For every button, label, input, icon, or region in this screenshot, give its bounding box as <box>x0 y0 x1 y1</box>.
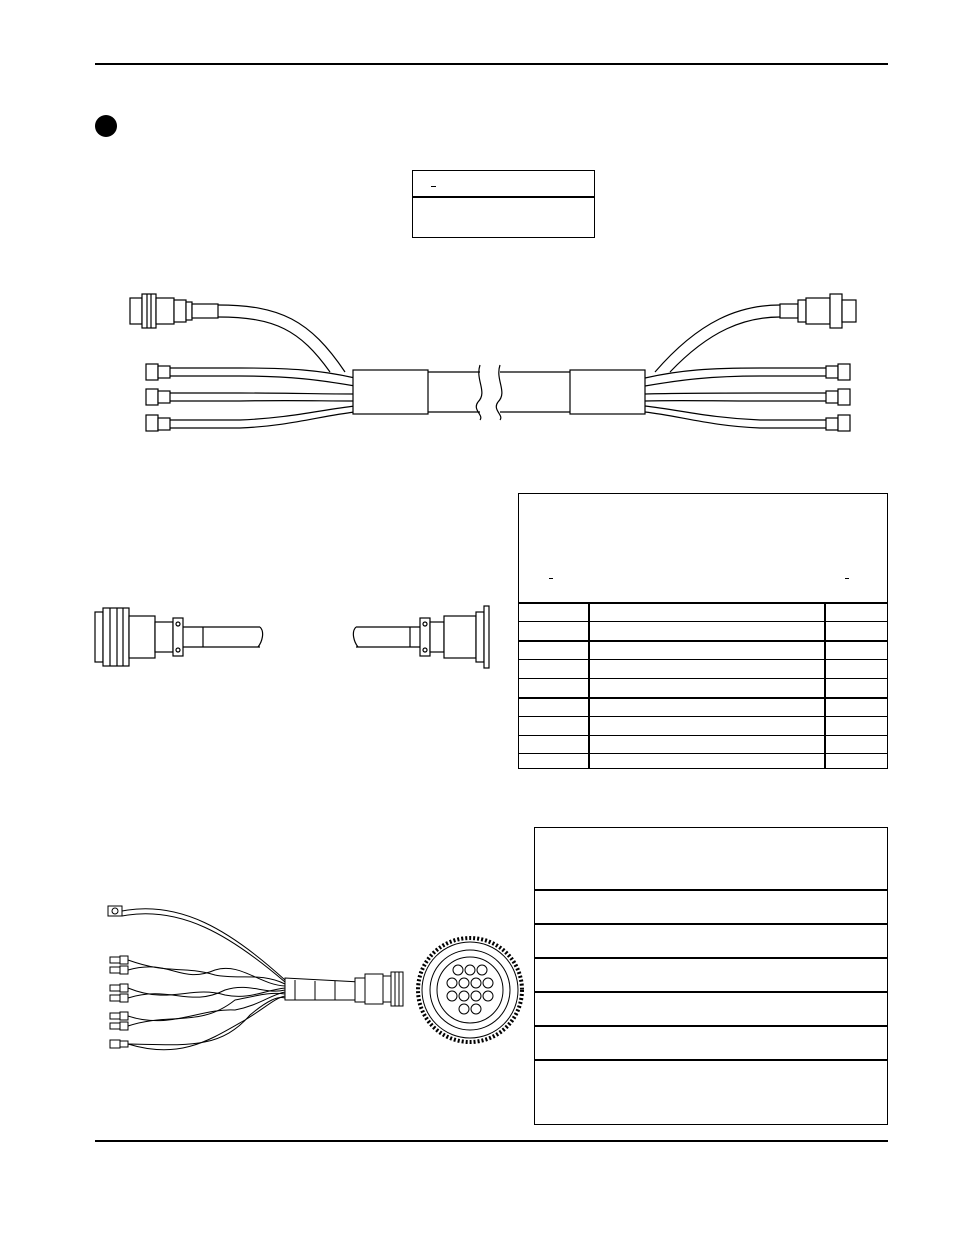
connector-table <box>534 827 888 1125</box>
cable-assembly-diagram <box>94 605 490 669</box>
table-row <box>519 716 887 717</box>
cable-table <box>518 493 888 769</box>
part-box-divider <box>413 196 594 198</box>
table-row <box>519 602 887 604</box>
table-dash-right <box>845 578 849 579</box>
table-row <box>519 735 887 736</box>
table-row <box>519 753 887 754</box>
table-row <box>535 957 887 959</box>
table-row <box>519 678 887 679</box>
cable-table-grid <box>519 602 887 768</box>
part-number-box <box>412 170 595 238</box>
table-dash-left <box>549 578 553 579</box>
table-row <box>519 659 887 660</box>
table-row <box>535 991 887 993</box>
table-row <box>535 1025 887 1027</box>
table-row <box>519 621 887 622</box>
table-row <box>519 697 887 699</box>
table-column-divider <box>588 602 590 768</box>
table-row <box>535 889 887 891</box>
table-row <box>535 923 887 925</box>
header-rule <box>95 63 888 65</box>
part-dash <box>431 186 436 187</box>
table-row <box>535 1059 887 1061</box>
connector-face-diagram <box>416 936 524 1044</box>
footer-rule <box>95 1140 888 1142</box>
table-column-divider <box>824 602 826 768</box>
table-row <box>519 640 887 642</box>
wire-harness-diagram <box>107 905 404 1051</box>
section-bullet-icon <box>95 115 117 137</box>
